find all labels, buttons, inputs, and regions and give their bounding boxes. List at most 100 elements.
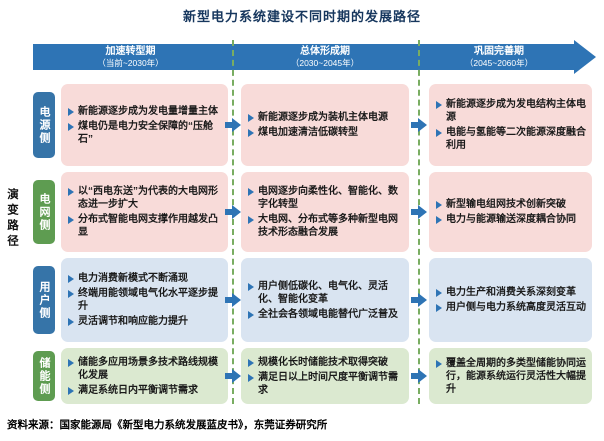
cell-phase3: 电力生产和消费关系深刻变革 用户侧与电力系统高度灵活互动	[429, 258, 592, 342]
bullet-text: 终端用能领域电气化水平逐步提升	[78, 288, 218, 312]
bullet-text: 大电网、分布式等多种新型电网技术形态融合发展	[258, 214, 398, 238]
bullet-item: 煤电加速清洁低碳转型	[248, 126, 404, 139]
flow-arrow-icon	[411, 293, 427, 307]
flow-arrow-icon	[411, 205, 427, 219]
cell-phase3: 新型输电组网技术创新突破 电力与能源输送深度耦合协同	[429, 172, 592, 252]
arrow-bullet-icon	[248, 114, 254, 122]
bullet-text: 电力与能源输送深度耦合协同	[446, 214, 576, 225]
bullet-text: 满足日以上时间尺度平衡调节需求	[258, 371, 398, 396]
bullet-text: 用户侧低碳化、电气化、灵活化、智能化变革	[258, 280, 388, 305]
arrow-bullet-icon	[436, 304, 442, 312]
bullet-text: 新能源逐步成为装机主体电源	[258, 112, 388, 123]
flow-arrow-icon	[411, 118, 427, 132]
cell-phase2: 电网逐步向柔性化、智能化、数字化转型 大电网、分布式等多种新型电网技术形态融合发…	[241, 172, 409, 252]
row-user-side: 用户侧 电力消费新模式不断涌现 终端用能领域电气化水平逐步提升 灵活调节和响应能…	[33, 258, 592, 342]
cell-phase2: 新能源逐步成为装机主体电源 煤电加速清洁低碳转型	[241, 84, 409, 166]
bullet-item: 电力生产和消费关系深刻变革	[436, 286, 587, 299]
diagram-title: 新型电力系统建设不同时期的发展路径	[182, 9, 421, 24]
phase-name: 总体形成期	[300, 46, 350, 57]
bullet-item: 用户侧低碳化、电气化、灵活化、智能化变革	[248, 280, 404, 306]
bullet-item: 电力与能源输送深度耦合协同	[436, 213, 587, 226]
cell-phase1: 新能源逐步成为发电量增量主体 煤电仍是电力安全保障的“压舱石”	[61, 84, 228, 166]
arrow-bullet-icon	[68, 122, 74, 131]
bullet-item: 终端用能领域电气化水平逐步提升	[68, 287, 223, 313]
flow-arrow-icon	[225, 205, 241, 219]
bullet-text: 灵活调节和响应能力提升	[78, 316, 188, 327]
cell-phase2: 用户侧低碳化、电气化、灵活化、智能化变革 全社会各领域电能替代广泛普及	[241, 258, 409, 342]
bullet-text: 新能源逐步成为发电结构主体电源	[446, 99, 586, 123]
bullet-item: 电网逐步向柔性化、智能化、数字化转型	[248, 185, 404, 211]
row-grid-side: 电网侧 以“西电东送”为代表的大电网形态进一步扩大 分布式智能电网支撑作用越发凸…	[33, 172, 592, 252]
timeline-arrow-bar	[33, 44, 574, 70]
arrow-bullet-icon	[68, 386, 74, 395]
bullet-text: 用户侧与电力系统高度灵活互动	[446, 302, 586, 313]
cell-phase2: 规模化长时储能技术取得突破 满足日以上时间尺度平衡调节需求	[241, 348, 409, 404]
bullet-item: 满足日以上时间尺度平衡调节需求	[248, 371, 404, 397]
phase-period: （2045~2060年）	[464, 58, 534, 68]
arrow-bullet-icon	[436, 101, 442, 109]
arrow-bullet-icon	[68, 358, 74, 367]
cell-phase3: 新能源逐步成为发电结构主体电源 电能与氢能等二次能源深度融合利用	[429, 84, 592, 166]
arrow-bullet-icon	[248, 188, 254, 196]
arrow-bullet-icon	[68, 318, 74, 326]
arrow-bullet-icon	[436, 216, 442, 224]
bullet-text: 全社会各领域电能替代广泛普及	[258, 308, 398, 320]
phase-accelerated-transition: 加速转型期 （当前~2030年）	[33, 44, 228, 70]
bullet-item: 分布式智能电网支撑作用越发凸显	[68, 213, 223, 239]
row-power-source-side: 电源侧 新能源逐步成为发电量增量主体 煤电仍是电力安全保障的“压舱石” 新能源逐…	[33, 84, 592, 166]
bullet-item: 新能源逐步成为装机主体电源	[248, 111, 404, 124]
evolution-path-label: 演变路径	[6, 188, 18, 250]
arrow-bullet-icon	[248, 282, 254, 291]
timeline-arrowhead-icon	[574, 40, 596, 74]
row-label: 电网侧	[33, 180, 55, 244]
arrow-bullet-icon	[248, 373, 254, 382]
bullet-item: 新型输电组网技术创新突破	[436, 198, 587, 211]
bullet-text: 煤电加速清洁低碳转型	[258, 127, 358, 138]
bullet-item: 储能多应用场景多技术路线规模化发展	[68, 356, 223, 382]
bullet-text: 满足系统日内平衡调节需求	[78, 384, 198, 396]
flow-arrow-icon	[225, 118, 241, 132]
bullet-text: 覆盖全周期的多类型储能协同运行，能源系统运行灵活性大幅提升	[446, 357, 586, 395]
phase-overall-formation: 总体形成期 （2030~2045年）	[241, 44, 409, 70]
bullet-text: 分布式智能电网支撑作用越发凸显	[78, 214, 218, 238]
dashed-separator	[418, 40, 420, 404]
arrow-bullet-icon	[248, 129, 254, 137]
bullet-item: 新能源逐步成为发电结构主体电源	[436, 98, 587, 124]
bullet-item: 覆盖全周期的多类型储能协同运行，能源系统运行灵活性大幅提升	[436, 357, 587, 396]
arrow-bullet-icon	[436, 359, 442, 368]
bullet-text: 电能与氢能等二次能源深度融合利用	[446, 127, 586, 151]
phase-period: （当前~2030年）	[97, 58, 164, 68]
bullet-item: 电力消费新模式不断涌现	[68, 272, 223, 285]
arrow-bullet-icon	[68, 216, 74, 224]
bullet-item: 全社会各领域电能替代广泛普及	[248, 308, 404, 321]
bullet-text: 电力生产和消费关系深刻变革	[446, 287, 576, 298]
bullet-text: 电力消费新模式不断涌现	[78, 273, 188, 284]
arrow-bullet-icon	[68, 290, 74, 298]
bullet-item: 满足系统日内平衡调节需求	[68, 384, 223, 397]
phase-name: 加速转型期	[105, 46, 156, 57]
arrow-bullet-icon	[436, 289, 442, 297]
arrow-bullet-icon	[248, 216, 254, 224]
arrow-bullet-icon	[436, 201, 442, 209]
flow-arrow-icon	[225, 293, 241, 307]
phase-consolidation: 巩固完善期 （2045~2060年）	[419, 44, 579, 70]
bullet-item: 煤电仍是电力安全保障的“压舱石”	[68, 120, 223, 146]
cell-phase1: 以“西电东送”为代表的大电网形态进一步扩大 分布式智能电网支撑作用越发凸显	[61, 172, 228, 252]
cell-phase3: 覆盖全周期的多类型储能协同运行，能源系统运行灵活性大幅提升	[429, 348, 592, 404]
phase-period: （2030~2045年）	[290, 58, 360, 68]
arrow-bullet-icon	[68, 275, 74, 283]
bullet-text: 新型输电组网技术创新突破	[446, 199, 566, 210]
row-storage-side: 储能侧 储能多应用场景多技术路线规模化发展 满足系统日内平衡调节需求 规模化长时…	[33, 348, 592, 404]
source-note: 资料来源：国家能源局《新型电力系统发展蓝皮书》，东莞证券研究所	[7, 419, 328, 431]
bullet-item: 大电网、分布式等多种新型电网技术形态融合发展	[248, 213, 404, 239]
bullet-text: 新能源逐步成为发电量增量主体	[78, 105, 218, 117]
phase-name: 巩固完善期	[474, 46, 524, 57]
bullet-item: 新能源逐步成为发电量增量主体	[68, 105, 223, 118]
bullet-item: 电能与氢能等二次能源深度融合利用	[436, 126, 587, 152]
bullet-item: 以“西电东送”为代表的大电网形态进一步扩大	[68, 185, 223, 211]
arrow-bullet-icon	[436, 129, 442, 137]
row-label: 用户侧	[33, 266, 55, 334]
cell-phase1: 电力消费新模式不断涌现 终端用能领域电气化水平逐步提升 灵活调节和响应能力提升	[61, 258, 228, 342]
arrow-bullet-icon	[68, 188, 74, 196]
